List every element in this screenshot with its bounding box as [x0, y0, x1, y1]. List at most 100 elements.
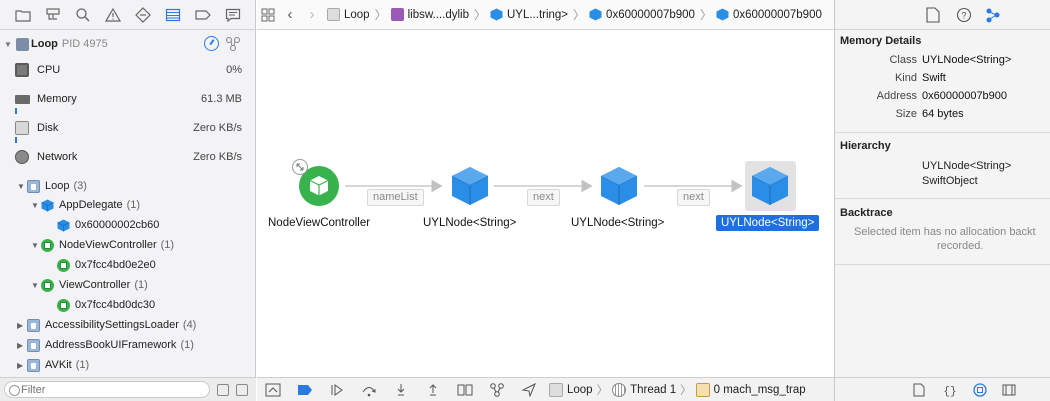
gauge-label: Network	[37, 151, 78, 163]
tree-count: (1)	[180, 339, 194, 351]
debug-breadcrumb-item[interactable]: Thread 1 〉	[612, 382, 692, 398]
warning-icon[interactable]	[98, 0, 128, 30]
gauge-disk[interactable]: Disk Zero KB/s	[0, 114, 256, 143]
search-icon[interactable]	[68, 0, 98, 30]
graph-node-selected[interactable]	[745, 161, 796, 211]
tree-row[interactable]: ▼ ViewController (1)	[31, 275, 148, 295]
breadcrumb-item[interactable]: libsw....dylib 〉	[390, 6, 486, 23]
object-library-icon[interactable]	[973, 383, 987, 397]
tree-count: (4)	[182, 319, 197, 331]
filter-input[interactable]	[21, 383, 201, 396]
back-chevron-icon[interactable]: ‹	[287, 6, 293, 23]
folder-icon[interactable]	[8, 0, 38, 30]
code-snippet-icon[interactable]: {}	[943, 383, 957, 398]
detail-row: Class UYLNode<String>	[835, 54, 1050, 72]
file-template-icon[interactable]	[913, 383, 927, 397]
detail-value: Swift	[922, 72, 946, 84]
gauge-value: Zero KB/s	[193, 151, 242, 163]
filter-bar	[0, 377, 256, 401]
debug-breadcrumb-label: Loop	[567, 383, 593, 396]
view-hierarchy-icon[interactable]	[449, 378, 481, 401]
breakpoint-icon[interactable]	[188, 0, 218, 30]
library-bar: {}	[835, 377, 1050, 401]
file-inspector-icon[interactable]	[926, 7, 942, 23]
app-icon	[327, 8, 340, 21]
hierarchy-item[interactable]: SwiftObject	[922, 175, 978, 187]
backtrace-message-cont: recorded.	[937, 240, 984, 252]
forward-chevron-icon[interactable]: ›	[309, 6, 315, 23]
module-icon	[27, 338, 40, 352]
graph-node[interactable]	[450, 165, 490, 207]
expand-node-icon[interactable]	[292, 159, 308, 175]
simulate-location-icon[interactable]	[513, 378, 545, 401]
memory-inspector-icon[interactable]	[985, 7, 1001, 23]
step-out-icon[interactable]	[417, 378, 449, 401]
disclosure-triangle-icon[interactable]: ▶	[17, 360, 24, 370]
media-library-icon[interactable]	[1002, 383, 1016, 397]
detail-key: Class	[889, 54, 917, 66]
memory-list-icon[interactable]	[158, 0, 188, 30]
tree-row[interactable]: 0x60000002cb60	[57, 215, 159, 235]
gauge-memory[interactable]: Memory 61.3 MB	[0, 85, 256, 114]
disclosure-triangle-icon[interactable]: ▼	[31, 200, 39, 210]
debug-gauge-icon[interactable]	[204, 36, 219, 51]
tree-row[interactable]: ▼ Loop (3)	[17, 176, 87, 196]
filter-options-icon[interactable]	[217, 384, 229, 396]
hierarchy-item[interactable]: UYLNode<String>	[922, 160, 1012, 172]
filter-field[interactable]	[4, 381, 210, 398]
memory-graph-icon[interactable]	[225, 36, 241, 55]
gauge-cpu[interactable]: CPU 0%	[0, 56, 256, 85]
breadcrumb-item[interactable]: 0x60000007b900	[716, 8, 822, 21]
help-icon[interactable]: ?	[956, 7, 972, 23]
breadcrumb-item[interactable]: UYL...tring> 〉	[490, 6, 585, 23]
disclosure-triangle-icon[interactable]: ▼	[17, 181, 25, 191]
continue-icon[interactable]	[321, 378, 353, 401]
tree-label: AVKit	[45, 359, 72, 371]
debug-breadcrumb-item[interactable]: Loop 〉	[549, 382, 608, 398]
tree-row[interactable]: ▶ AVKit (1)	[17, 355, 89, 375]
tree-row[interactable]: 0x7fcc4bd0dc30	[57, 295, 155, 315]
tree-row[interactable]: ▼ NodeViewController (1)	[31, 235, 174, 255]
graph-node[interactable]	[292, 159, 340, 207]
backtrace-section: Backtrace Selected item has no allocatio…	[835, 199, 1050, 265]
hide-debug-area-icon[interactable]	[257, 378, 289, 401]
memory-graph-canvas[interactable]: nameList next next NodeViewController UY…	[257, 31, 834, 376]
gauge-value: 61.3 MB	[201, 93, 242, 105]
backtrace-message: Selected item has no allocation backt	[854, 226, 1036, 238]
disclosure-triangle-icon[interactable]: ▶	[17, 320, 24, 330]
disclosure-triangle-icon[interactable]: ▼	[31, 280, 39, 290]
breadcrumb-separator: 〉	[374, 8, 387, 22]
diamond-icon[interactable]	[128, 0, 158, 30]
tree-label: 0x60000002cb60	[75, 219, 160, 231]
breadcrumb-separator: 〉	[596, 384, 609, 397]
disclosure-triangle-icon[interactable]: ▼	[4, 39, 12, 49]
step-over-icon[interactable]	[353, 378, 385, 401]
report-icon[interactable]	[218, 0, 248, 30]
disclosure-triangle-icon[interactable]: ▶	[17, 340, 24, 350]
tree-row[interactable]: ▼ AppDelegate (1)	[31, 195, 140, 215]
gauge-network[interactable]: Network Zero KB/s	[0, 143, 256, 172]
disk-icon	[15, 121, 29, 135]
breakpoints-toggle-icon[interactable]	[289, 378, 321, 401]
related-items-icon[interactable]	[257, 0, 279, 29]
step-into-icon[interactable]	[385, 378, 417, 401]
graph-node[interactable]	[599, 165, 639, 207]
memory-chip-icon	[15, 95, 30, 104]
hierarchy-icon[interactable]	[38, 0, 68, 30]
breadcrumb-item[interactable]: Loop 〉	[327, 6, 387, 23]
module-icon	[27, 358, 40, 372]
tree-count: (1)	[160, 239, 175, 251]
tree-label: 0x7fcc4bd0dc30	[75, 299, 156, 311]
process-row[interactable]: ▼ Loop PID 4975	[0, 31, 256, 57]
debug-breadcrumb-item[interactable]: 0 mach_msg_trap	[695, 382, 806, 397]
breadcrumb-label: Loop	[344, 8, 370, 21]
section-title: Backtrace	[840, 207, 893, 219]
library-icon	[390, 8, 404, 21]
tree-row[interactable]: ▶ AccessibilitySettingsLoader (4)	[17, 315, 196, 335]
memory-graph-icon[interactable]	[481, 378, 513, 401]
tree-row[interactable]: ▶ AddressBookUIFramework (1)	[17, 335, 194, 355]
disclosure-triangle-icon[interactable]: ▼	[31, 240, 39, 250]
filter-grid-icon[interactable]	[236, 384, 248, 396]
breadcrumb-item[interactable]: 0x60000007b900 〉	[589, 6, 712, 23]
tree-row[interactable]: 0x7fcc4bd0e2e0	[57, 255, 156, 275]
